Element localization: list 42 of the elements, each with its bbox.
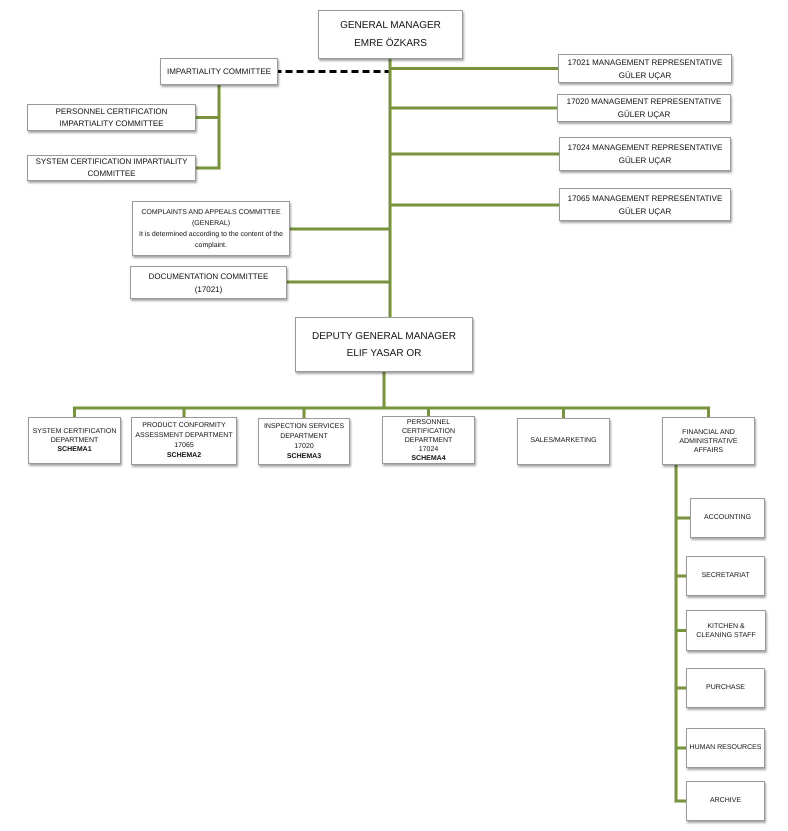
org-box: [295, 317, 473, 372]
box-label: DOCUMENTATION COMMITTEE: [148, 270, 268, 282]
org-box: [686, 781, 765, 821]
box-label: EMRE ÖZKARS: [354, 36, 427, 50]
org-box: [686, 556, 765, 596]
box-label: 17065 MANAGEMENT REPRESENTATIVE: [568, 192, 722, 204]
box-label: GÜLER UÇAR: [618, 206, 672, 218]
org-box: [690, 498, 765, 538]
org-box: [662, 417, 755, 465]
org-box: [27, 155, 196, 181]
box-label: GÜLER UÇAR: [618, 155, 672, 167]
org-box: [382, 416, 475, 464]
org-box: [28, 417, 121, 464]
box-label: 17020 MANAGEMENT REPRESENTATIVE: [566, 96, 722, 108]
box-label: GENERAL MANAGER: [340, 18, 441, 32]
org-box: [132, 201, 290, 256]
box-label: GÜLER UÇAR: [618, 70, 672, 82]
box-label: (17021): [194, 284, 222, 296]
box-label: PERSONNEL CERTIFICATION IMPARTIALITY COMMITTEE: [54, 106, 168, 130]
org-box: [686, 728, 765, 768]
box-label: SYSTEM CERTIFICATION IMPARTIALITY COMMITTEE: [34, 156, 188, 180]
box-label: 17021 MANAGEMENT REPRESENTATIVE: [568, 56, 722, 68]
box-label: 17024 MANAGEMENT REPRESENTATIVE: [568, 142, 722, 154]
org-box: [258, 418, 350, 465]
org-box: [558, 54, 732, 83]
org-box: [557, 94, 731, 122]
org-box: [160, 58, 278, 85]
connector-line: [382, 372, 710, 417]
box-label: DEPUTY GENERAL MANAGER: [312, 330, 456, 344]
org-box: [559, 188, 731, 221]
box-label: ELIF YASAR OR: [346, 346, 422, 360]
connector-line: [674, 465, 686, 802]
org-box: [559, 137, 731, 171]
box-label: GÜLER UÇAR: [618, 109, 670, 121]
org-box: [27, 104, 196, 131]
org-box: [130, 266, 287, 299]
org-box: [131, 417, 237, 465]
org-box: [517, 418, 610, 465]
org-box: [686, 610, 766, 651]
org-box: [318, 10, 463, 59]
box-label: IMPARTIALITY COMMITTEE: [166, 66, 271, 78]
org-box: [686, 668, 765, 708]
